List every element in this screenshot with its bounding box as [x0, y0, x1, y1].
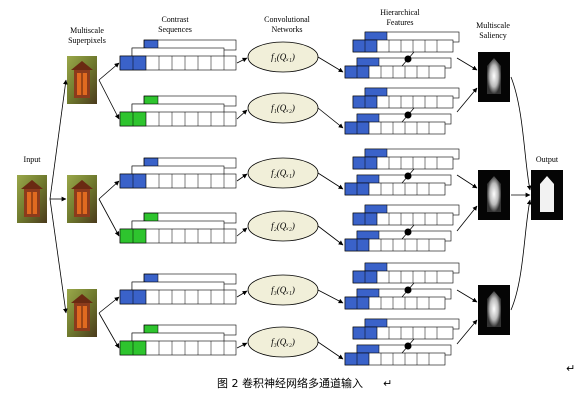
- feature-block-3: [352, 87, 460, 109]
- heading-output: Output: [536, 155, 559, 164]
- heading-multiscale-saliency-1: Multiscale: [476, 21, 510, 30]
- hierarchical-feature-blocks: [344, 31, 460, 366]
- contrast-block-1a: [119, 39, 237, 71]
- heading-contrast-sequences-1: Contrast: [161, 15, 189, 24]
- network-function-3: f₂(Qₓ₁): [271, 168, 295, 178]
- feature-block-10: [344, 288, 452, 310]
- connector-dot-1: [404, 55, 412, 63]
- feature-block-7: [352, 204, 460, 226]
- flow-arrows: [49, 56, 532, 360]
- superpixel-image-3: [67, 289, 97, 337]
- network-ovals: f₁(Qₓ₁) f₁(Qₓ₂) f₂(Qₓ₁) f₂(Qₓ₂) f₃(Qₓ₁) …: [247, 41, 319, 358]
- connector-dot-2: [404, 111, 412, 119]
- connector-dot-3: [404, 172, 412, 180]
- saliency-map-3: [478, 285, 510, 335]
- contrast-block-1b: [119, 95, 237, 127]
- feature-block-8: [344, 230, 452, 252]
- output-map: [531, 170, 563, 220]
- caption-return-mark: ↵: [383, 377, 392, 390]
- heading-multiscale-superpixels-1: Multiscale: [70, 26, 104, 35]
- feature-block-11: [352, 318, 460, 340]
- heading-input: Input: [24, 155, 42, 164]
- network-oval-5: f₃(Qₓ₁): [247, 274, 319, 306]
- network-oval-4: f₂(Qₓ₂): [247, 210, 319, 242]
- corner-return-mark: ↵: [566, 362, 575, 375]
- feature-connector-dots: [401, 51, 415, 354]
- heading-convolutional-networks-2: Networks: [271, 25, 302, 34]
- heading-multiscale-superpixels-2: Superpixels: [68, 36, 106, 45]
- saliency-map-1: [478, 52, 510, 102]
- heading-hierarchical-features-2: Features: [386, 18, 413, 27]
- network-function-2: f₁(Qₓ₂): [271, 103, 295, 113]
- superpixel-image-2: [67, 175, 97, 223]
- network-oval-1: f₁(Qₓ₁): [247, 41, 319, 73]
- contrast-block-2a: [119, 157, 237, 189]
- contrast-block-3a: [119, 273, 237, 305]
- column-headings: Input Multiscale Superpixels Contrast Se…: [24, 8, 559, 164]
- feature-block-5: [352, 148, 460, 170]
- heading-multiscale-saliency-2: Saliency: [479, 31, 507, 40]
- feature-block-6: [344, 174, 452, 196]
- feature-block-4: [344, 113, 452, 135]
- connector-dot-5: [404, 286, 412, 294]
- network-function-1: f₁(Qₓ₁): [271, 52, 295, 62]
- saliency-map-2: [478, 170, 510, 220]
- network-function-5: f₃(Qₓ₁): [271, 285, 295, 295]
- figure-caption: 图 2 卷积神经网络多通道输入: [217, 376, 363, 390]
- contrast-block-2b: [119, 212, 237, 244]
- connector-dot-6: [404, 342, 412, 350]
- connector-dot-4: [404, 228, 412, 236]
- contrast-sequence-blocks: [119, 39, 237, 356]
- network-function-4: f₂(Qₓ₂): [271, 221, 295, 231]
- feature-block-1: [352, 31, 460, 53]
- feature-block-9: [352, 262, 460, 284]
- input-image: [17, 175, 47, 223]
- heading-hierarchical-features-1: Hierarchical: [380, 8, 420, 17]
- heading-contrast-sequences-2: Sequences: [158, 25, 192, 34]
- feature-block-12: [344, 344, 452, 366]
- network-function-6: f₃(Qₓ₂): [271, 337, 295, 347]
- network-oval-2: f₁(Qₓ₂): [247, 92, 319, 124]
- superpixel-image-1: [67, 56, 97, 104]
- heading-convolutional-networks-1: Convolutional: [264, 15, 311, 24]
- feature-block-2: [344, 57, 452, 79]
- contrast-block-3b: [119, 324, 237, 356]
- network-oval-6: f₃(Qₓ₂): [247, 326, 319, 358]
- network-oval-3: f₂(Qₓ₁): [247, 157, 319, 189]
